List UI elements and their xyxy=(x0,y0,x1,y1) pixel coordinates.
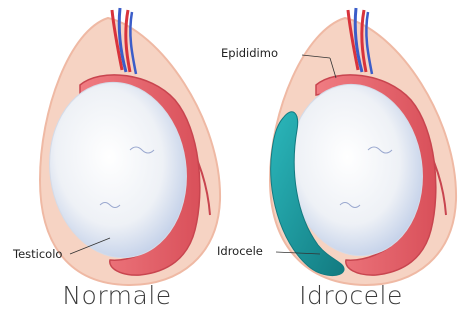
caption-idrocele: Idrocele xyxy=(234,281,468,310)
testicolo-label: Testicolo xyxy=(13,247,62,261)
normal-testis-illustration xyxy=(38,8,220,285)
hydrocele-illustration xyxy=(270,8,456,285)
caption-normale: Normale xyxy=(0,281,234,310)
epididimo-label: Epididimo xyxy=(221,46,278,60)
idrocele-label: Idrocele xyxy=(217,244,263,258)
